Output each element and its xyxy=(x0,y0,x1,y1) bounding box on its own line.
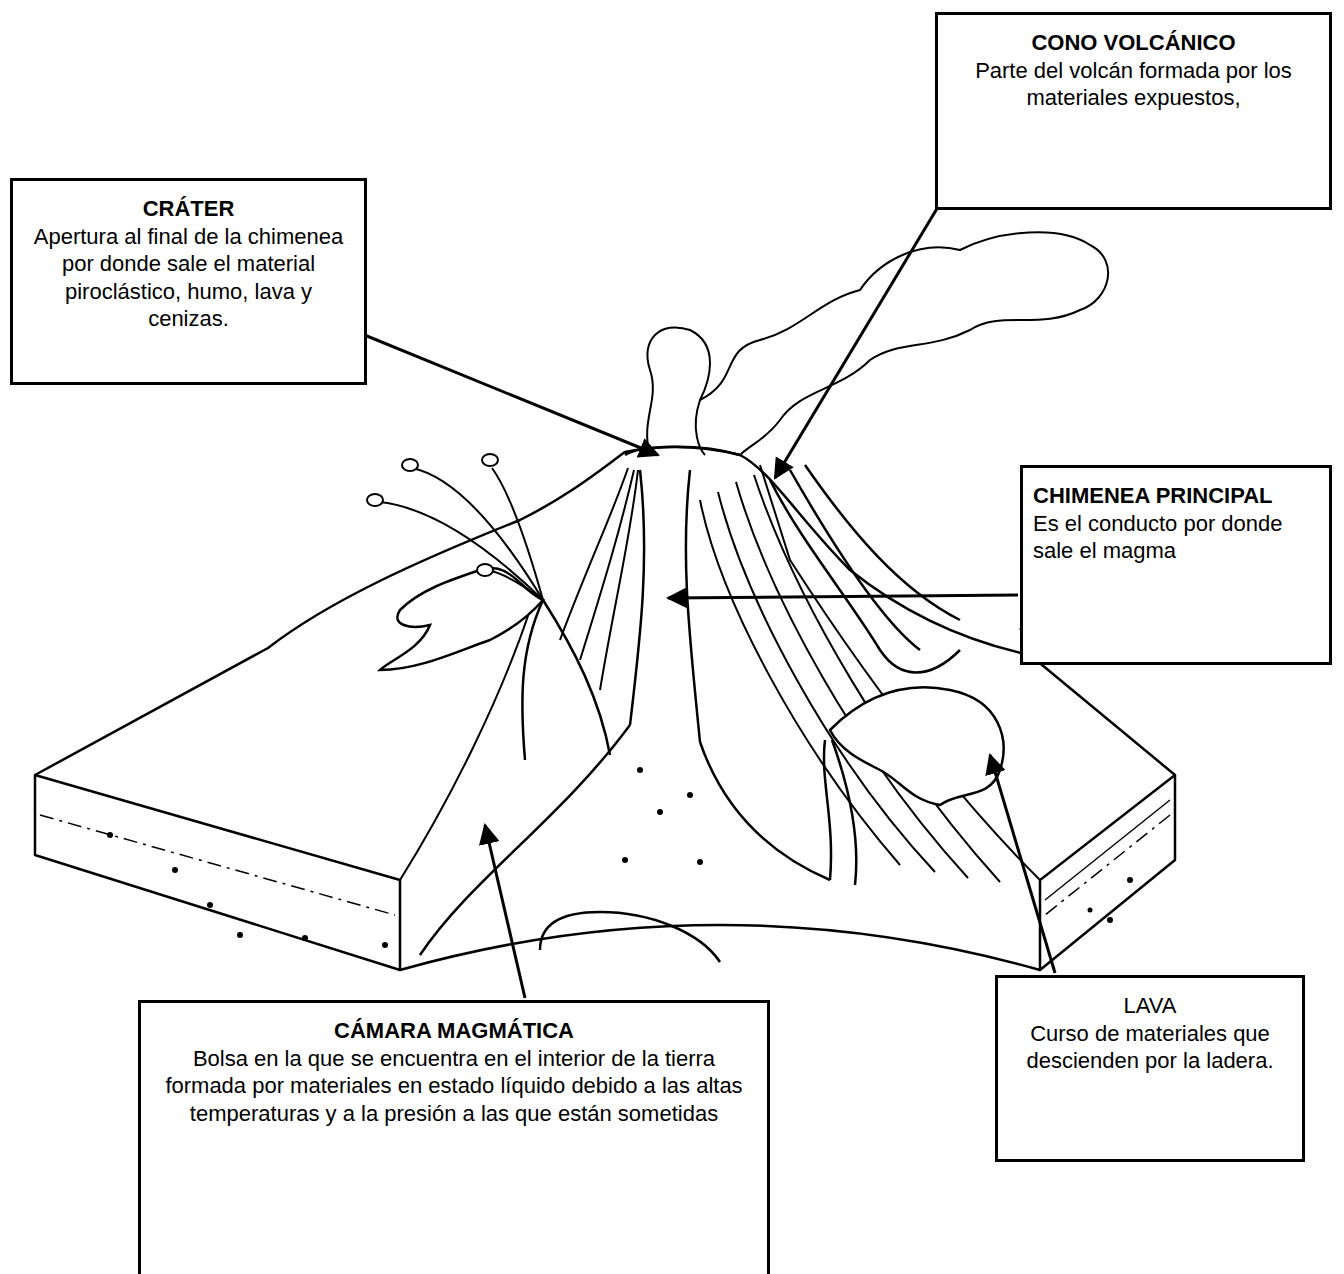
rock-dots xyxy=(1088,908,1093,913)
leader-arrows xyxy=(668,595,1018,598)
callout-box: CONO VOLCÁNICOParte del volcán formada p… xyxy=(935,12,1332,210)
rock-dots xyxy=(237,932,243,938)
callout-text: Bolsa en la que se encuentra en el inter… xyxy=(151,1045,757,1128)
cone-layers xyxy=(760,465,1040,880)
rock-dots xyxy=(382,942,388,948)
rock-dots xyxy=(637,767,643,773)
magma-chamber xyxy=(540,912,720,962)
cone-layers xyxy=(400,465,1040,882)
rock-dots xyxy=(687,792,693,798)
callout-text: Curso de materiales que descienden por l… xyxy=(1008,1020,1292,1075)
block-faces xyxy=(1045,800,1170,900)
magma-chamber xyxy=(420,725,830,962)
main-vent xyxy=(625,447,740,742)
secondary-vents xyxy=(543,600,610,755)
volcano-body xyxy=(35,447,1175,970)
rock-dots xyxy=(172,867,178,873)
callout-heading: LAVA xyxy=(1008,992,1292,1020)
rock-dots xyxy=(207,902,213,908)
block-faces xyxy=(40,815,395,915)
block-faces xyxy=(1045,815,1170,915)
cone-layers xyxy=(754,475,1000,882)
volcanic-bombs xyxy=(488,570,543,600)
lava-flows xyxy=(380,465,1003,805)
volcanic-bombs xyxy=(492,468,543,600)
secondary-vents xyxy=(824,740,831,880)
leader-arrows xyxy=(340,162,1055,998)
callout-box: CHIMENEA PRINCIPALEs el conducto por don… xyxy=(1020,465,1332,665)
rock-dots xyxy=(1127,877,1133,883)
main-vent xyxy=(686,470,700,742)
volcanic-bombs xyxy=(412,468,543,600)
callout-text: Parte del volcán formada por los materia… xyxy=(948,57,1319,112)
magma-chamber xyxy=(700,742,830,880)
rock-dots xyxy=(657,809,663,815)
volcanic-bombs xyxy=(380,502,543,600)
volcanic-bombs xyxy=(367,494,383,506)
lava-flows xyxy=(380,568,543,670)
volcano-body xyxy=(35,447,1175,970)
rock-dots xyxy=(107,832,113,838)
callout-heading: CONO VOLCÁNICO xyxy=(948,29,1319,57)
cone-layers xyxy=(600,470,638,690)
rock-dots xyxy=(697,859,703,865)
block-faces xyxy=(35,775,400,970)
rock-dots xyxy=(622,857,628,863)
callout-heading: CÁMARA MAGMÁTICA xyxy=(151,1017,757,1045)
secondary-vents xyxy=(832,740,856,885)
callout-heading: CHIMENEA PRINCIPAL xyxy=(1033,482,1319,510)
secondary-vents xyxy=(522,600,856,885)
volcanic-bombs xyxy=(477,564,493,576)
secondary-vents xyxy=(522,600,543,760)
lava-flows xyxy=(790,470,920,650)
volcanic-bombs xyxy=(482,454,498,466)
cone-layers xyxy=(700,500,900,865)
callout-heading: CRÁTER xyxy=(23,195,354,223)
leader-arrows xyxy=(990,755,1055,973)
block-faces xyxy=(1040,775,1175,970)
leader-arrows xyxy=(485,825,525,998)
volcanic-bombs xyxy=(402,459,418,471)
callout-text: Apertura al final de la chimenea por don… xyxy=(23,223,354,333)
rock-dots xyxy=(302,935,308,941)
smoke-cloud xyxy=(647,327,710,455)
callout-box: CRÁTERApertura al final de la chimenea p… xyxy=(10,178,367,385)
volcanic-bombs xyxy=(367,454,543,600)
lava-flows xyxy=(770,480,960,673)
leader-arrows xyxy=(340,325,658,455)
main-vent xyxy=(630,470,644,725)
callout-text: Es el conducto por donde sale el magma xyxy=(1033,510,1319,565)
cone-layers xyxy=(580,470,634,660)
lava-flows xyxy=(830,687,1003,805)
callout-box: CÁMARA MAGMÁTICABolsa en la que se encue… xyxy=(138,1000,770,1274)
callout-box: LAVACurso de materiales que descienden p… xyxy=(995,975,1305,1162)
rock-dots xyxy=(1107,917,1113,923)
